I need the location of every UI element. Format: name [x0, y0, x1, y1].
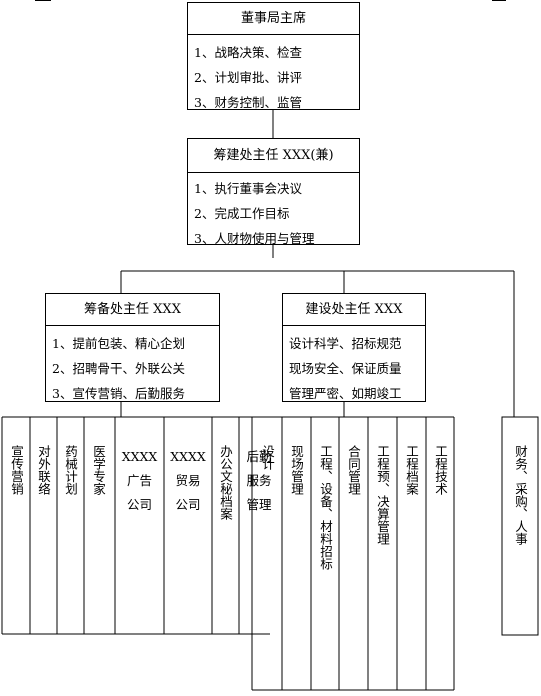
director-duty-1: 1、执行董事会决议	[194, 181, 302, 196]
dept-medical-experts: 医学专家	[91, 445, 106, 495]
dept-engineering-archives: 工程档案	[404, 445, 419, 495]
dept-budget-settlement: 工程预、决算管理	[375, 445, 390, 545]
dept-design: 设计	[260, 445, 275, 470]
dept-external-liaison: 对外联络	[36, 445, 51, 495]
construction-office-duty-1: 设计科学、招标规范	[289, 336, 402, 351]
dept-office-secretary: 办公文秘档案	[218, 445, 233, 520]
chairman-duty-2: 2、计划审批、讲评	[194, 70, 302, 85]
dept-engineering-technology: 工程技术	[433, 445, 448, 495]
prep-office-title: 筹备处主任 XXX	[46, 294, 219, 326]
chairman-title: 董事局主席	[188, 3, 359, 35]
dept-trade-company: XXXX 贸易公司	[165, 445, 211, 517]
trade-company-prefix: XXXX	[170, 449, 206, 464]
dept-finance-procurement-hr: 财务、采购、人事	[513, 445, 528, 545]
dept-pharma-plan: 药械计划	[63, 445, 78, 495]
chairman-duty-3: 3、财务控制、监管	[194, 95, 302, 110]
ad-company-prefix: XXXX	[121, 449, 158, 464]
chairman-box: 董事局主席 1、战略决策、检查 2、计划审批、讲评 3、财务控制、监管	[187, 2, 360, 110]
trade-company-name: 贸易公司	[175, 473, 201, 512]
construction-office-duty-2: 现场安全、保证质量	[289, 361, 402, 376]
prep-office-duty-3: 3、宣传营销、后勤服务	[52, 386, 185, 401]
construction-office-title: 建设处主任 XXX	[283, 294, 425, 326]
director-duty-3: 3、人财物使用与管理	[194, 231, 315, 246]
director-box: 筹建处主任 XXX(兼) 1、执行董事会决议 2、完成工作目标 3、人财物使用与…	[187, 138, 360, 246]
dept-marketing: 宣传营销	[9, 445, 24, 495]
construction-office-duty-3: 管理严密、如期竣工	[289, 386, 402, 401]
dept-ad-company: XXXX 广告公司	[116, 445, 163, 517]
page-corner-mark-left	[35, 0, 51, 1]
chairman-duty-1: 1、战略决策、检查	[194, 45, 302, 60]
dept-engineering-procurement: 工程、设备、材料招标	[318, 445, 333, 570]
director-duty-2: 2、完成工作目标	[194, 206, 290, 221]
dept-contract-management: 合同管理	[346, 445, 361, 495]
director-title: 筹建处主任 XXX(兼)	[188, 139, 359, 173]
prep-office-duty-2: 2、招聘骨干、外联公关	[52, 361, 185, 376]
dept-logistics: 后勤服务管理	[246, 449, 272, 512]
prep-office-duty-1: 1、提前包装、精心企划	[52, 336, 185, 351]
ad-company-name: 广告公司	[126, 473, 152, 512]
dept-site-management: 现场管理	[289, 445, 304, 495]
page-corner-mark-right	[492, 0, 506, 1]
construction-office-box: 建设处主任 XXX 设计科学、招标规范 现场安全、保证质量 管理严密、如期竣工	[282, 293, 426, 402]
prep-office-box: 筹备处主任 XXX 1、提前包装、精心企划 2、招聘骨干、外联公关 3、宣传营销…	[45, 293, 220, 402]
